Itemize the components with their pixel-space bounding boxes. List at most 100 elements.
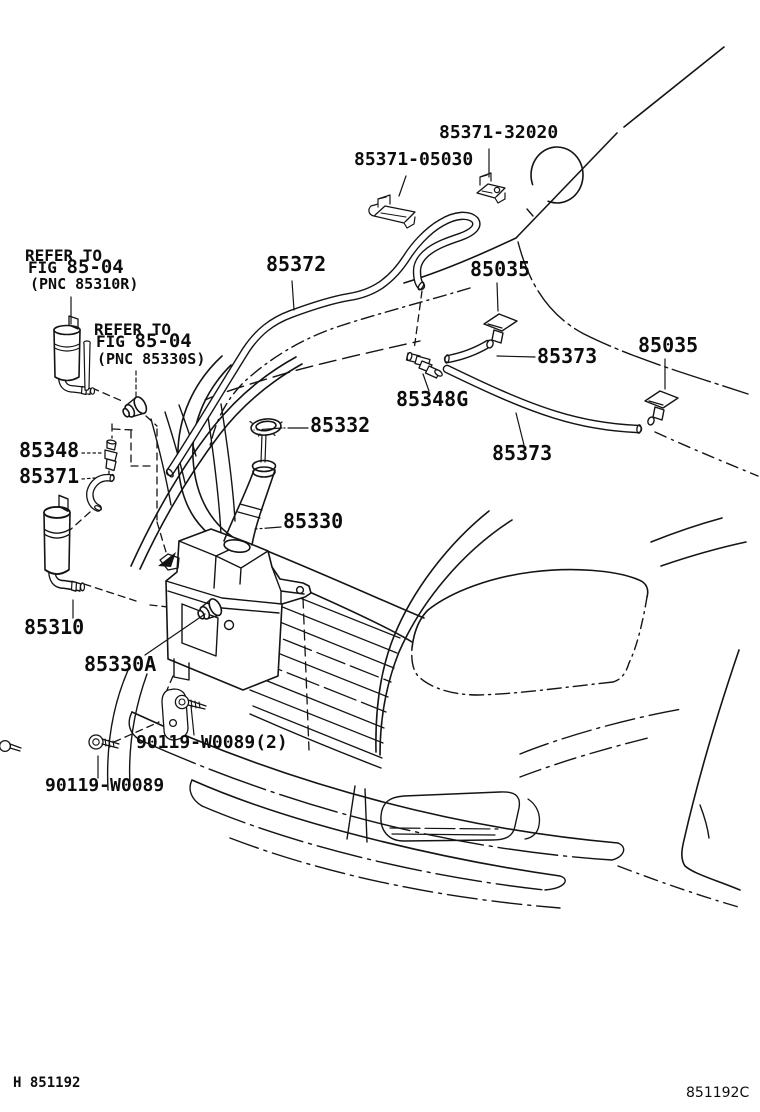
leader-85035-a [496, 282, 499, 312]
callout-85330a[interactable]: 85330A [84, 652, 157, 676]
bumper-left-edge-2 [128, 673, 148, 787]
leader-85373-a [496, 355, 536, 358]
mirror-outline [530, 146, 584, 204]
note1-fig-number: 85-04 [66, 256, 124, 278]
dash-tank-to-plate [166, 675, 174, 691]
hose-85373-short-core [445, 341, 491, 362]
hose-clips [368, 172, 506, 229]
tank-top-edges [178, 540, 269, 589]
fog-pocket-right-arc [524, 798, 541, 840]
hose-85373-long-end [636, 424, 642, 434]
bumper-crease-b [519, 737, 649, 778]
bumper-bar2-cap-left [189, 779, 203, 807]
bumper-bar2-cap-right [544, 875, 566, 891]
footer-sheet-code: H 851192 [13, 1075, 81, 1091]
fender-top-line-2 [660, 541, 747, 567]
note2-refer-to: REFER TO [94, 320, 172, 339]
bumper-bar2-bottom [201, 805, 546, 891]
leader-lines [70, 148, 666, 779]
bumper-bar1-cap-left [128, 711, 141, 741]
bumper-lip [229, 837, 561, 909]
apron-curve-1 [150, 418, 172, 506]
cowl-side-curve-2 [220, 403, 236, 522]
a-pillar-line [623, 46, 725, 128]
callout-85332[interactable]: 85332 [310, 413, 371, 437]
note2-pnc: (PNC 85330S) [97, 350, 206, 368]
leader-85330 [254, 526, 282, 530]
tank-rim-bottom [167, 590, 280, 614]
washer-nozzles [483, 313, 679, 426]
headlight-right-edge [612, 596, 648, 683]
washer-hoses [86, 211, 643, 512]
callout-85035-a[interactable]: 85035 [470, 257, 531, 281]
hose-85371-end-1 [109, 473, 115, 483]
callout-85373-b[interactable]: 85373 [492, 441, 553, 465]
hood-dashdot-right [517, 241, 749, 395]
hose-85372-end-lower [166, 468, 174, 478]
note2-fig-ref[interactable]: FIG 85-04 [96, 332, 192, 351]
cap-85332-inner [255, 420, 277, 432]
cap-tabs [249, 420, 283, 437]
callout-85371-05030[interactable]: 85371-05030 [354, 149, 474, 170]
grommet-85330s [122, 396, 148, 418]
tank-rim-top [165, 580, 283, 605]
tank-ear [159, 553, 180, 571]
dash-pump1-to-grommet1 [91, 387, 123, 402]
headlight-bottom [411, 647, 614, 696]
neck-collar [252, 466, 276, 478]
neck-left-edge [223, 469, 255, 542]
callout-85348g[interactable]: 85348G [396, 387, 469, 411]
grille-bottom-line [249, 713, 382, 769]
callout-85371-32020[interactable]: 85371-32020 [439, 122, 559, 143]
callout-85371[interactable]: 85371 [19, 464, 80, 488]
note1-fig-ref[interactable]: FIG 85-04 [28, 258, 124, 277]
filler-port [223, 538, 251, 554]
callout-90119-w0089-2[interactable]: 90119-W0089(2) [136, 732, 288, 753]
nozzle-85035-right [644, 390, 679, 426]
neck-right-edge [251, 469, 276, 546]
callout-90119-w0089[interactable]: 90119-W0089 [45, 775, 165, 796]
wheel-arch-outer [177, 355, 247, 557]
fog-lamp-outline [380, 791, 521, 842]
callout-85035-b[interactable]: 85035 [638, 333, 699, 357]
hose-85371-end-2 [94, 505, 102, 511]
bumper-left-edge-1 [106, 667, 130, 791]
screws [0, 340, 207, 753]
callout-85373-a[interactable]: 85373 [537, 344, 598, 368]
leader-85348g [422, 373, 430, 392]
leader-85373-b [515, 412, 525, 446]
hood-edge-inner [139, 363, 303, 570]
grommet-85330a [197, 598, 223, 620]
note2-fig-number: 85-04 [134, 330, 192, 352]
grommets [122, 396, 223, 620]
dash-route-to-tank [156, 521, 167, 553]
fascia-curve-right [379, 519, 513, 756]
bumper-bar1-cap-right [611, 842, 625, 861]
fog-lamp-inner-2 [389, 827, 499, 830]
note1-fig-prefix: FIG [28, 258, 57, 277]
fender-dash-right [654, 431, 759, 477]
callout-85330[interactable]: 85330 [283, 509, 344, 533]
fog-lamp-inner-1 [391, 833, 496, 836]
neck-band-2 [237, 511, 261, 519]
callout-85310[interactable]: 85310 [24, 615, 85, 639]
note1-refer-to: REFER TO [25, 246, 103, 265]
clip-85371-32020 [476, 172, 506, 204]
filler-neck [223, 418, 283, 554]
neck-flare [251, 459, 277, 473]
callout-85348[interactable]: 85348 [19, 438, 80, 462]
cowl-side-curve-1 [206, 409, 222, 536]
screw-90119 [88, 734, 120, 750]
apron-curve-3 [178, 404, 197, 457]
leader-90119-2 [190, 705, 195, 736]
mirror-dash [526, 208, 534, 217]
leader-85330a [144, 613, 206, 656]
bumper-corner-dash [617, 865, 743, 909]
tee-joint-85348g [405, 351, 443, 379]
a-pillar-line-2 [515, 132, 618, 239]
screw-90119-2 [174, 694, 207, 710]
dash-screw2-to-plate [113, 721, 160, 743]
callout-85372[interactable]: 85372 [266, 252, 327, 276]
pump-85310r [53, 315, 96, 396]
